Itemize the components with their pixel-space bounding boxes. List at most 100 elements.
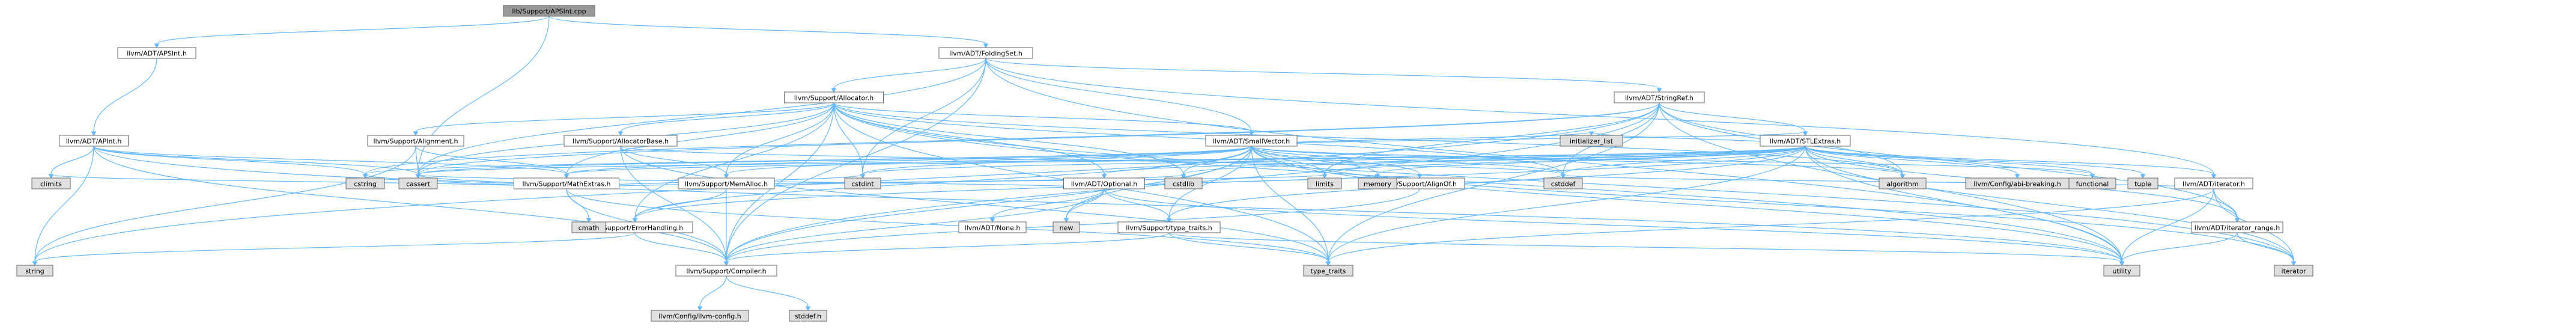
node-smallvector[interactable]: llvm/ADT/SmallVector.h (1205, 135, 1298, 147)
node-box (789, 310, 827, 322)
edge-line (833, 102, 1903, 175)
edge-arrowhead (564, 174, 570, 179)
edge-line (992, 188, 1105, 219)
node-label: cassert (406, 180, 431, 188)
node-allocator[interactable]: llvm/Support/Allocator.h (784, 91, 884, 103)
edge-arrowhead (2234, 218, 2240, 223)
edge-arrowhead (48, 174, 54, 179)
edge-line (985, 58, 1660, 89)
node-iterator-range[interactable]: llvm/ADT/iterator_range.h (2191, 221, 2283, 233)
edge-allocator-to-allocatorbase (618, 102, 834, 136)
edge-memalloc-to-compiler (723, 188, 729, 266)
node-foldingset[interactable]: llvm/ADT/FoldingSet.h (938, 47, 1033, 59)
edge-root-to-foldingset (548, 16, 989, 48)
edge-line (1251, 146, 2122, 262)
node-box (16, 265, 53, 277)
node-label: algorithm (1886, 180, 1918, 188)
node-box (938, 47, 1033, 59)
edge-line (156, 16, 550, 45)
edge-foldingset-to-allocator (831, 58, 986, 93)
node-box (958, 221, 1027, 233)
node-stringref[interactable]: llvm/ADT/StringRef.h (1614, 91, 1705, 103)
node-compiler[interactable]: llvm/Support/Compiler.h (675, 265, 777, 277)
node-mathextras[interactable]: llvm/Support/MathExtras.h (514, 177, 619, 189)
edge-line (1805, 146, 2214, 175)
edge-line (1805, 146, 2122, 262)
node-allocatorbase[interactable]: llvm/Support/AllocatorBase.h (564, 135, 678, 147)
edge-arrowhead (1900, 174, 1906, 179)
node-label: functional (2076, 180, 2109, 188)
node-memalloc[interactable]: llvm/Support/MemAlloc.h (678, 177, 775, 189)
edge-arrowhead (1322, 174, 1328, 179)
node-label: llvm/ADT/Optional.h (1071, 180, 1137, 188)
edge-arrowhead (91, 131, 97, 136)
edge-line (548, 16, 986, 45)
node-box (1358, 177, 1397, 189)
edge-line (415, 146, 419, 175)
edge-line (566, 146, 1806, 175)
edge-arrowhead (989, 218, 995, 223)
edge-line (634, 232, 727, 262)
node-label: tuple (2134, 180, 2151, 188)
node-functional: functional (2068, 177, 2116, 189)
edge-arrowhead (2089, 174, 2095, 179)
node-box (784, 91, 884, 103)
node-apsint-h[interactable]: llvm/ADT/APSInt.h (117, 47, 196, 59)
edge-line (1104, 188, 2122, 262)
edge-arrowhead (1375, 174, 1381, 179)
node-apint[interactable]: llvm/ADT/APInt.h (59, 135, 129, 147)
node-cstring: cstring (345, 177, 385, 189)
node-label: llvm/Support/MathExtras.h (523, 180, 611, 188)
edge-line (1251, 146, 2294, 262)
edge-arrowhead (1560, 174, 1566, 179)
edge-line (634, 102, 834, 219)
edge-line (1168, 232, 2122, 262)
node-box (1053, 221, 1080, 233)
edge-line (1805, 146, 2143, 175)
edge-arrowhead (1180, 174, 1186, 179)
edge-line (1659, 102, 1806, 132)
node-box (1560, 135, 1623, 147)
edge-line (50, 146, 94, 175)
node-alignment[interactable]: llvm/Support/Alignment.h (367, 135, 464, 147)
node-none[interactable]: llvm/ADT/None.h (958, 221, 1027, 233)
edge-line (1805, 146, 2018, 175)
edge-line (833, 102, 1252, 132)
node-label: llvm/Support/AlignOf.h (1382, 180, 1457, 188)
node-label: new (1060, 224, 1074, 232)
edge-smallvector-to-iterator_std (1251, 146, 2297, 266)
edge-mathextras-to-cmath (566, 188, 592, 223)
node-label: cstdint (851, 180, 874, 188)
node-iterator[interactable]: llvm/ADT/iterator.h (2174, 177, 2253, 189)
node-errorhandling[interactable]: llvm/Support/ErrorHandling.h (577, 221, 693, 233)
edge-line (862, 58, 986, 175)
edge-apint-to-climits (48, 146, 94, 179)
node-optional[interactable]: llvm/ADT/Optional.h (1063, 177, 1145, 189)
node-box (367, 135, 464, 147)
edge-root-to-apsint_h (154, 16, 550, 48)
edge-line (1168, 146, 1806, 219)
edge-arrowhead (2211, 174, 2217, 179)
node-box (675, 265, 777, 277)
node-box (1879, 177, 1927, 189)
node-cstdint: cstdint (844, 177, 881, 189)
edge-line (862, 146, 1252, 175)
edge-line (833, 102, 1564, 175)
edge-line (93, 146, 366, 175)
edge-line (93, 58, 157, 132)
node-stlextras[interactable]: llvm/ADT/STLExtras.h (1760, 135, 1851, 147)
edge-optional-to-utility (1104, 188, 2125, 266)
node-climits: climits (31, 177, 71, 189)
node-typetraits[interactable]: llvm/Support/type_traits.h (1117, 221, 1221, 233)
node-label: llvm/Support/MemAlloc.h (685, 180, 768, 188)
edge-arrowhead (1656, 88, 1662, 93)
edge-arrowhead (723, 174, 729, 179)
node-stddef-h: stddef.h (789, 310, 827, 322)
node-label: llvm/ADT/iterator_range.h (2195, 224, 2280, 232)
node-label: llvm/ADT/None.h (965, 224, 1021, 232)
edge-line (1066, 188, 1105, 219)
node-tuple: tuple (2127, 177, 2158, 189)
edge-arrowhead (2140, 174, 2146, 179)
